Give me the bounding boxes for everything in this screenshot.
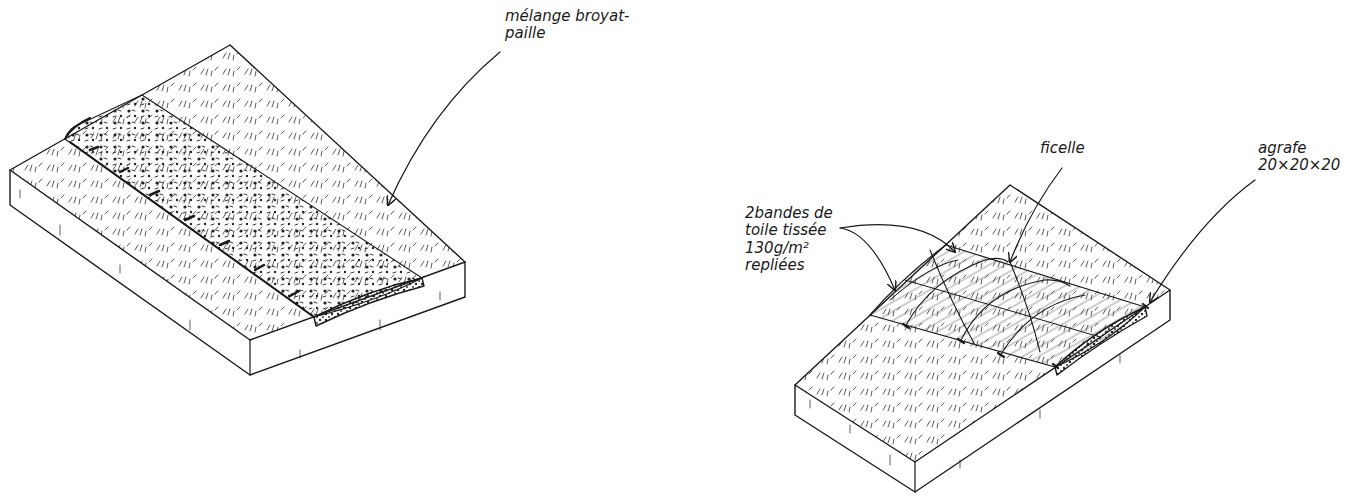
left-soil-block — [10, 45, 500, 375]
string-label: ficelle — [1040, 140, 1120, 157]
staple-label: agrafe 20×20×20 — [1258, 140, 1358, 175]
right-soil-block — [795, 168, 1255, 492]
fabric-label: 2bandes de toile tissée 130g/m² repliées — [745, 205, 837, 274]
material-label: mélange broyat- paille — [505, 8, 645, 43]
